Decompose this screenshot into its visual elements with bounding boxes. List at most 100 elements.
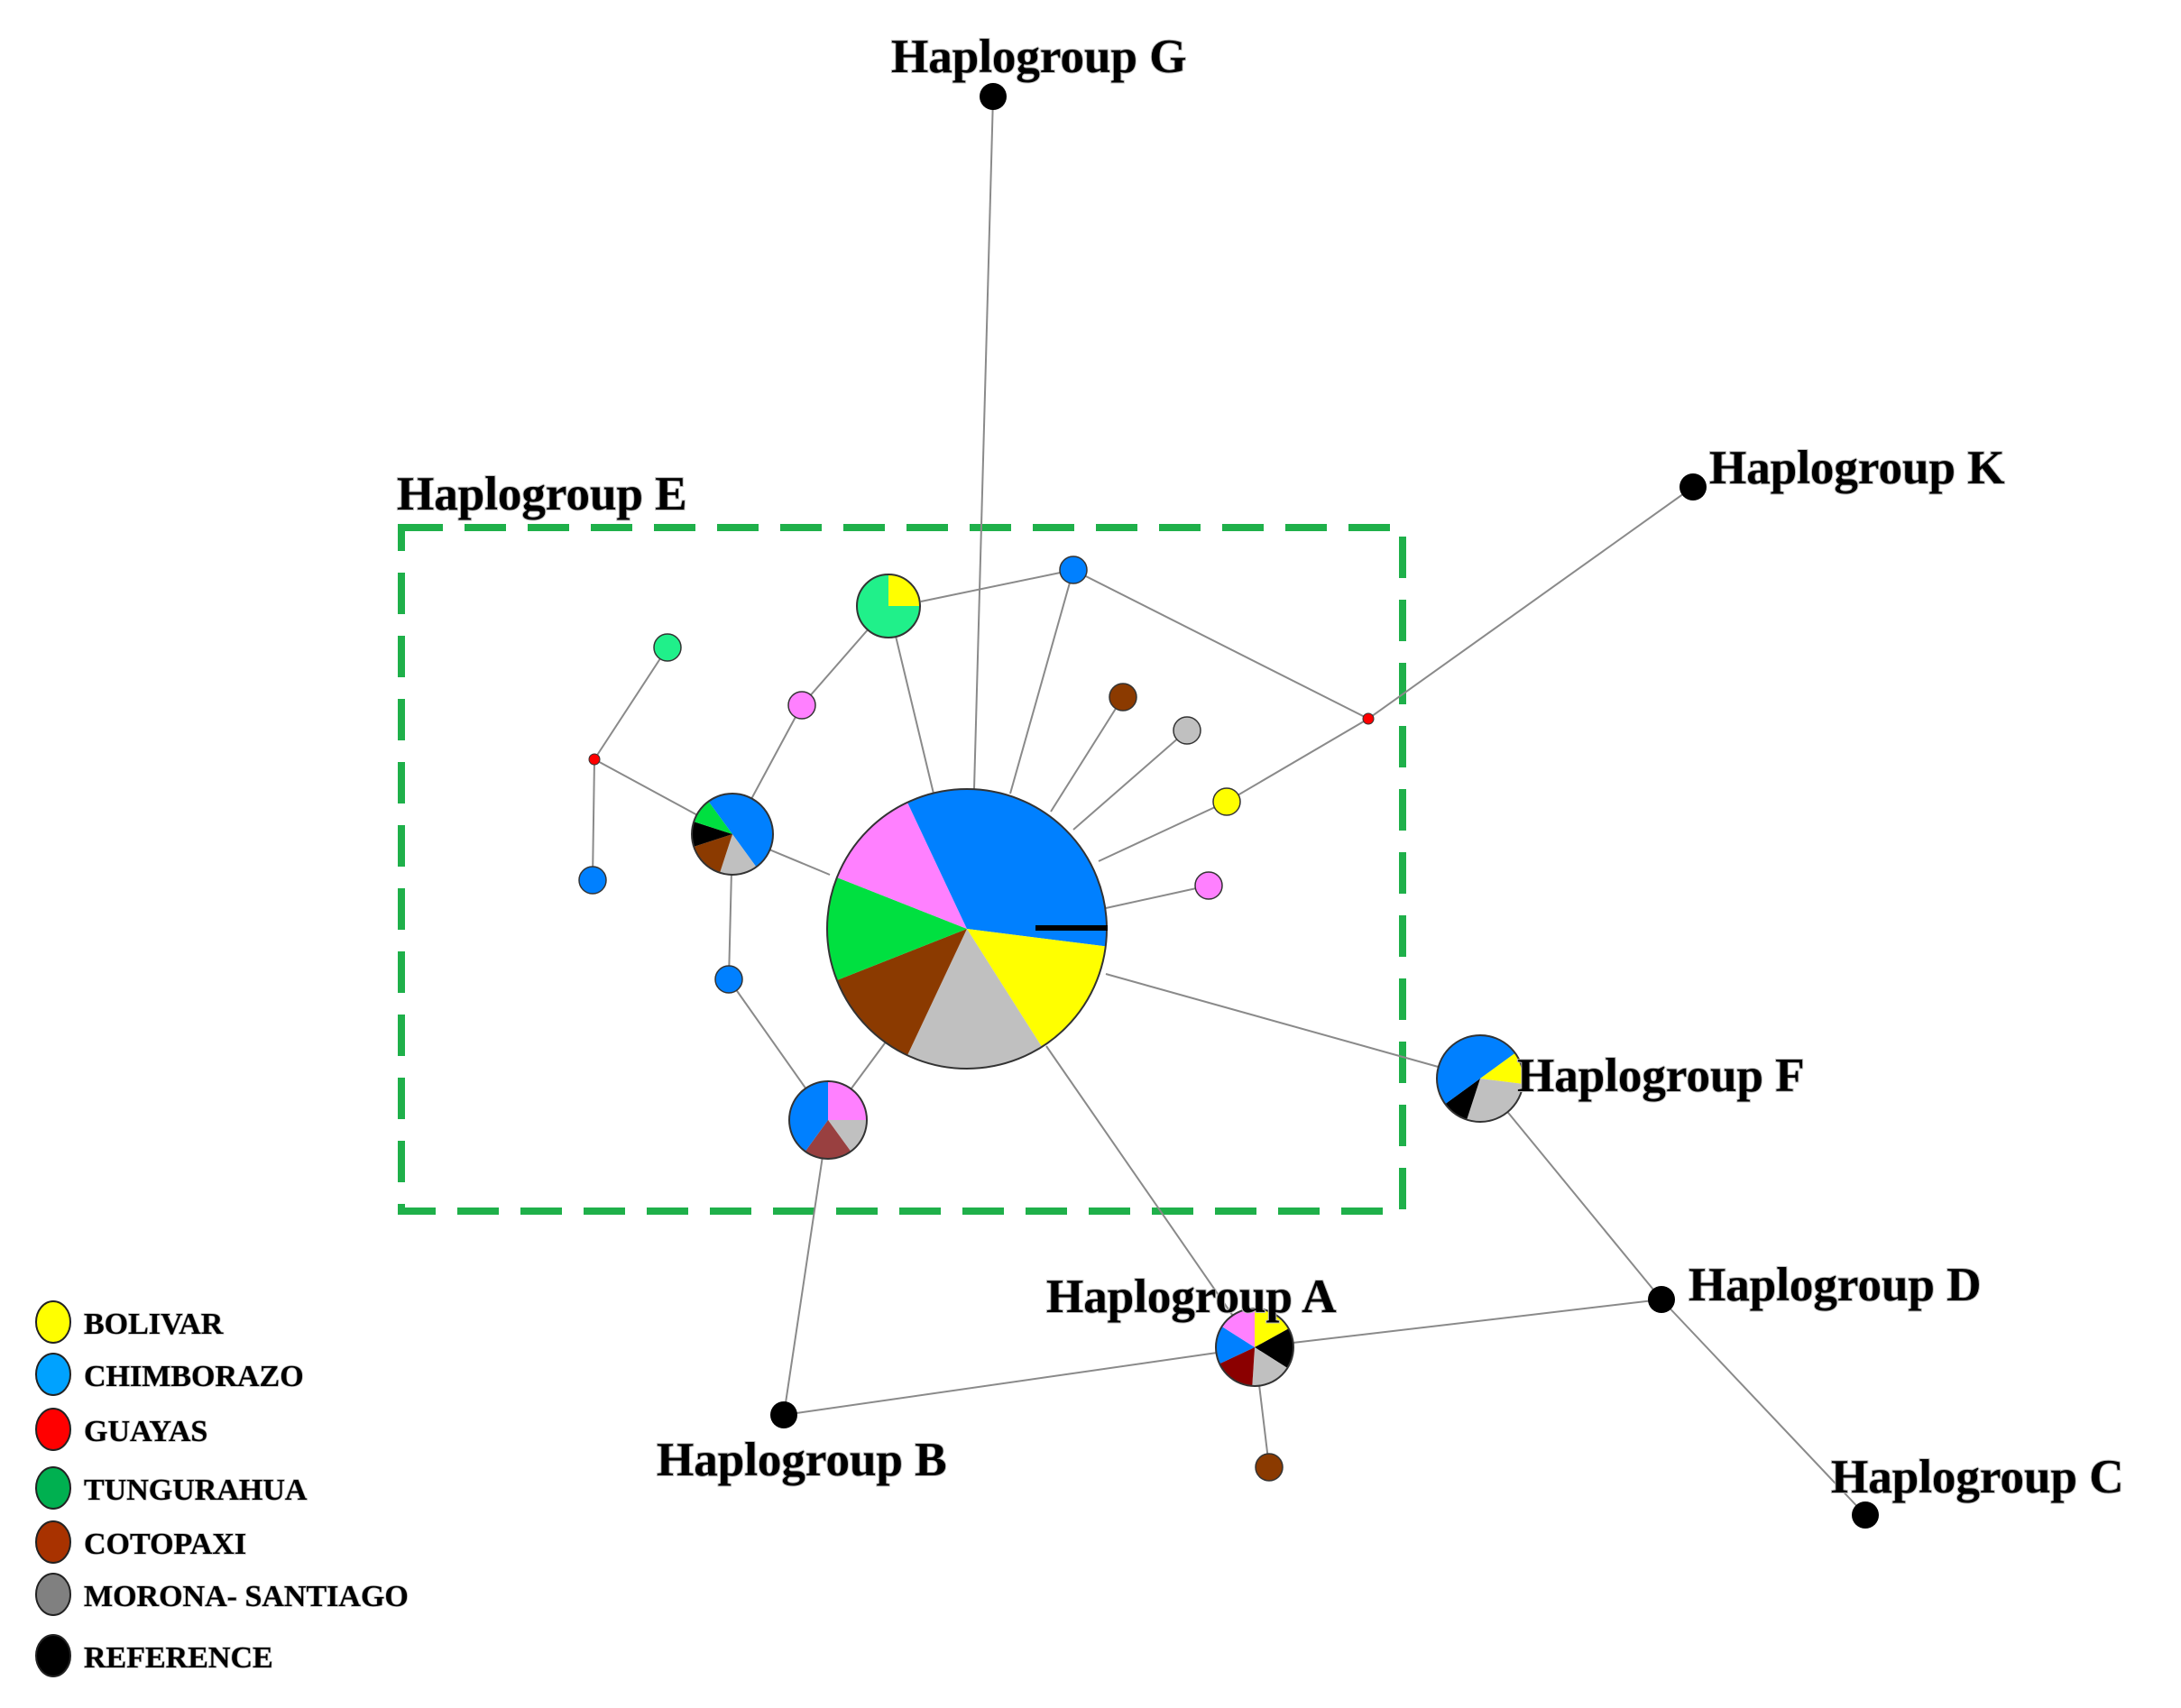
edge-center-brown-small bbox=[1050, 696, 1124, 813]
pie-left bbox=[691, 793, 774, 876]
node-haplogroup-g bbox=[980, 83, 1007, 110]
node-blue-top bbox=[1059, 556, 1088, 584]
node-haplogroup-b bbox=[770, 1401, 797, 1428]
pie-yellow-mint-slice-0 bbox=[888, 574, 920, 606]
label-haplogroup-a: Haplogroup A bbox=[1046, 1271, 1337, 1323]
pie-center-slice-1 bbox=[967, 929, 1106, 1047]
legend: BOLIVAR CHIMBORAZO GUAYAS TUNGURAHUA COTOPAX… bbox=[35, 1300, 410, 1677]
edge-yellow-small-center bbox=[1098, 801, 1228, 862]
legend-label: REFERENCE bbox=[84, 1641, 273, 1675]
legend-swatch bbox=[35, 1466, 71, 1510]
pie-center-slice-0 bbox=[967, 789, 1107, 947]
legend-label: GUAYAS bbox=[84, 1415, 207, 1448]
node-brown-small bbox=[1109, 683, 1137, 712]
legend-item: TUNGURAHUA bbox=[35, 1466, 308, 1510]
legend-item: CHIMBORAZO bbox=[35, 1353, 304, 1396]
pie-left-slice-2 bbox=[694, 834, 732, 873]
pie-yellow-mint-outline bbox=[856, 574, 921, 638]
edge-red-median-blue-left bbox=[592, 758, 595, 881]
edge-b-a bbox=[783, 1346, 1256, 1416]
pie-yellow-mint-slice-1 bbox=[857, 574, 920, 638]
legend-label: CHIMBORAZO bbox=[84, 1360, 304, 1393]
legend-swatch bbox=[35, 1408, 71, 1451]
pie-left-slice-1 bbox=[720, 834, 757, 875]
pie-left-slice-0 bbox=[732, 794, 773, 868]
edge-blue-top-red-median bbox=[1072, 569, 1369, 720]
haplogroup-e-box bbox=[398, 524, 1406, 1215]
legend-item: COTOPAXI bbox=[35, 1520, 247, 1564]
node-blue-lower bbox=[714, 965, 743, 994]
pie-haplogroup-f-slice-3 bbox=[1445, 1079, 1480, 1120]
pie-bottom-slice-2 bbox=[805, 1120, 851, 1159]
haplogroup-labels: Haplogroup G Haplogroup K Haplogroup E H… bbox=[396, 30, 2124, 1504]
pie-haplogroup-a-slice-3 bbox=[1219, 1347, 1255, 1386]
pie-nodes bbox=[691, 574, 1524, 1387]
pie-haplogroup-f-slice-0 bbox=[1480, 1035, 1515, 1079]
pie-left-slice-5 bbox=[708, 794, 732, 834]
node-haplogroup-k bbox=[1679, 473, 1707, 500]
pie-haplogroup-a-outline bbox=[1215, 1308, 1294, 1387]
node-pink-right bbox=[1194, 871, 1223, 900]
network-edges bbox=[592, 96, 1866, 1516]
legend-item: MORONA- SANTIAGO bbox=[35, 1573, 410, 1616]
edge-a-d bbox=[1254, 1299, 1662, 1348]
edge-yellowmint-blue-top bbox=[920, 569, 1074, 602]
legend-item: BOLIVAR bbox=[35, 1300, 225, 1344]
reference-nodes bbox=[770, 83, 1879, 1529]
pie-haplogroup-a-slice-2 bbox=[1252, 1347, 1288, 1386]
legend-item: GUAYAS bbox=[35, 1408, 208, 1451]
label-haplogroup-g: Haplogroup G bbox=[891, 31, 1186, 83]
node-yellow-small bbox=[1212, 787, 1241, 816]
pie-haplogroup-f-slice-1 bbox=[1480, 1052, 1523, 1085]
pie-bottom bbox=[788, 1080, 868, 1160]
label-haplogroup-d: Haplogroup D bbox=[1689, 1259, 1981, 1311]
legend-swatch bbox=[35, 1573, 71, 1616]
label-haplogroup-f: Haplogroup F bbox=[1517, 1050, 1805, 1102]
edge-red-median-yellow-small bbox=[1226, 718, 1369, 803]
edge-center-blue-top bbox=[1009, 569, 1074, 794]
node-haplogroup-c bbox=[1852, 1501, 1879, 1529]
node-haplogroup-d bbox=[1648, 1286, 1675, 1313]
label-haplogroup-b: Haplogroup B bbox=[657, 1434, 947, 1486]
edge-center-pink-right bbox=[1105, 885, 1210, 909]
pie-haplogroup-a-slice-4 bbox=[1216, 1326, 1255, 1364]
pie-yellow-mint bbox=[856, 574, 921, 638]
pie-center-slice-3 bbox=[836, 929, 967, 1056]
pie-left-slice-4 bbox=[694, 801, 732, 834]
pie-haplogroup-a-slice-1 bbox=[1255, 1328, 1293, 1369]
pie-center-slice-6 bbox=[907, 789, 967, 929]
legend-label: COTOPAXI bbox=[84, 1528, 246, 1561]
edge-center-g bbox=[973, 96, 994, 790]
pie-haplogroup-f-slice-2 bbox=[1467, 1079, 1523, 1122]
legend-item: REFERENCE bbox=[35, 1634, 273, 1677]
legend-label: BOLIVAR bbox=[84, 1308, 224, 1341]
legend-swatch bbox=[35, 1353, 71, 1396]
median-vectors bbox=[588, 712, 1375, 766]
pie-left-slice-3 bbox=[692, 822, 732, 847]
legend-label: TUNGURAHUA bbox=[84, 1474, 308, 1507]
pie-haplogroup-f-slice-4 bbox=[1437, 1035, 1480, 1105]
edge-bottompie-b bbox=[783, 1119, 829, 1416]
node-blue-left bbox=[578, 866, 607, 895]
node-mint-left bbox=[653, 633, 682, 662]
edge-f-d bbox=[1479, 1078, 1662, 1300]
pie-haplogroup-f bbox=[1436, 1034, 1524, 1123]
legend-swatch bbox=[35, 1520, 71, 1564]
legend-swatch bbox=[35, 1300, 71, 1344]
legend-label: MORONA- SANTIAGO bbox=[84, 1580, 409, 1613]
pie-haplogroup-f-outline bbox=[1436, 1034, 1524, 1123]
edge-center-grey-small bbox=[1072, 730, 1188, 831]
label-haplogroup-e: Haplogroup E bbox=[397, 468, 687, 520]
label-haplogroup-c: Haplogroup C bbox=[1831, 1451, 2123, 1503]
node-pink-left bbox=[787, 691, 816, 720]
pie-bottom-slice-3 bbox=[788, 1081, 828, 1152]
edge-center-f bbox=[1105, 973, 1481, 1079]
edge-red-median-k bbox=[1367, 486, 1694, 720]
node-brown-bottom bbox=[1255, 1453, 1284, 1482]
pie-bottom-slice-1 bbox=[828, 1120, 867, 1152]
label-haplogroup-k: Haplogroup K bbox=[1709, 442, 2004, 494]
legend-swatch bbox=[35, 1634, 71, 1677]
edge-d-c bbox=[1661, 1299, 1866, 1516]
node-grey-small bbox=[1173, 716, 1201, 745]
pie-haplogroup-a bbox=[1215, 1308, 1294, 1387]
